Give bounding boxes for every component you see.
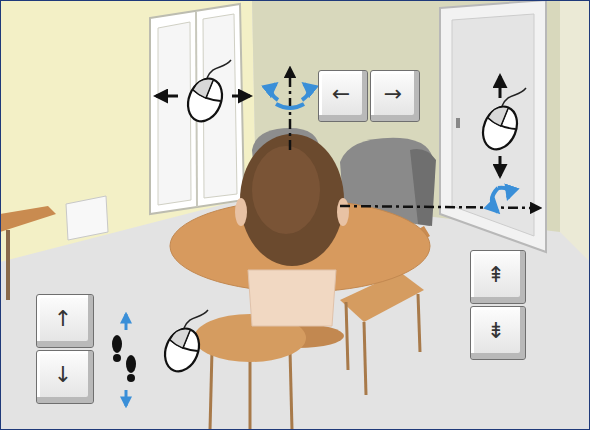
door-handle [456,118,460,128]
chair-leg [364,322,366,395]
forward-arrow [125,314,128,330]
side-table [0,206,56,232]
head-hair [240,134,344,266]
rotation-arrow [498,188,509,198]
armchair-arm [410,149,436,226]
keyboard-key: → [370,70,420,122]
rotation-arrow [302,84,309,100]
keyboard-key: ← [318,70,368,122]
right-arrow [232,95,250,98]
neck [248,270,336,326]
keyboard-key: ⇞ [470,250,526,304]
down-arrow [499,156,502,176]
key-glyph: ⇟ [487,320,505,342]
key-glyph: ⇞ [487,264,505,286]
ear [235,198,247,226]
keyboard-key: ⇟ [470,306,526,360]
key-glyph: → [384,83,402,105]
backward-arrow [125,390,128,406]
stool-leg [210,350,212,430]
key-glyph: ← [332,83,350,105]
radiator [66,196,108,240]
window [150,4,244,214]
rotation-arrow [276,104,304,108]
key-glyph: ↑ [54,308,72,330]
door-panel [452,14,534,236]
mouse-symbol [182,60,231,126]
right-wall [560,0,590,262]
rotation-arrow [492,188,498,212]
window-pane [158,22,191,205]
keyboard-key: ↓ [36,350,94,404]
mouse-symbol [159,310,208,376]
keyboard-key: ↑ [36,294,94,348]
chair-leg [346,302,348,370]
hair-highlight [252,146,320,234]
up-arrow [499,76,502,98]
stool-leg [249,360,252,430]
door [440,0,546,252]
ear [337,198,349,226]
chair-leg [418,294,420,352]
key-glyph: ↓ [54,364,72,386]
left-arrow [156,95,178,98]
horizontal-axis [340,206,540,208]
rotation-arrow [271,84,278,100]
stool-leg [290,350,292,430]
footprints [112,335,136,382]
table-leg [6,230,10,300]
